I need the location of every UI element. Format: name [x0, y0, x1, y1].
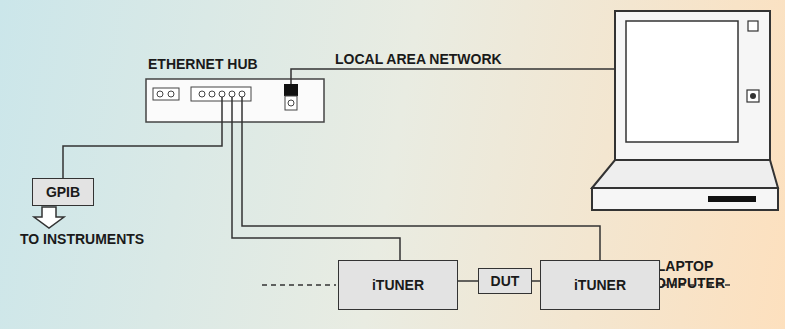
cable-line	[458, 280, 478, 282]
ethernet-hub: ETHERNET HUB	[145, 78, 325, 123]
cable-line	[232, 123, 400, 260]
hub-label: ETHERNET HUB	[148, 56, 258, 72]
dashed-line	[262, 284, 336, 286]
cable-line	[291, 69, 615, 78]
tuner-box: iTUNER	[338, 260, 458, 310]
hollow-arrow	[34, 207, 64, 228]
box-label: DUT	[491, 273, 520, 289]
cable-line	[242, 123, 600, 260]
laptop-computer: LAPTOP COMPUTER	[590, 10, 780, 215]
gpib-box: GPIB	[32, 178, 94, 206]
box-label: GPIB	[46, 184, 80, 200]
network-label: LOCAL AREA NETWORK	[335, 51, 502, 67]
box-label: iTUNER	[574, 277, 626, 293]
note-label: TO INSTRUMENTS	[20, 231, 144, 247]
cable-line	[532, 280, 540, 282]
tuner-box: iTUNER	[540, 260, 660, 310]
box-label: iTUNER	[372, 277, 424, 293]
hub-device	[145, 78, 325, 123]
dut-box: DUT	[478, 268, 532, 294]
cable-line	[63, 123, 222, 178]
laptop-drawing	[590, 10, 780, 215]
